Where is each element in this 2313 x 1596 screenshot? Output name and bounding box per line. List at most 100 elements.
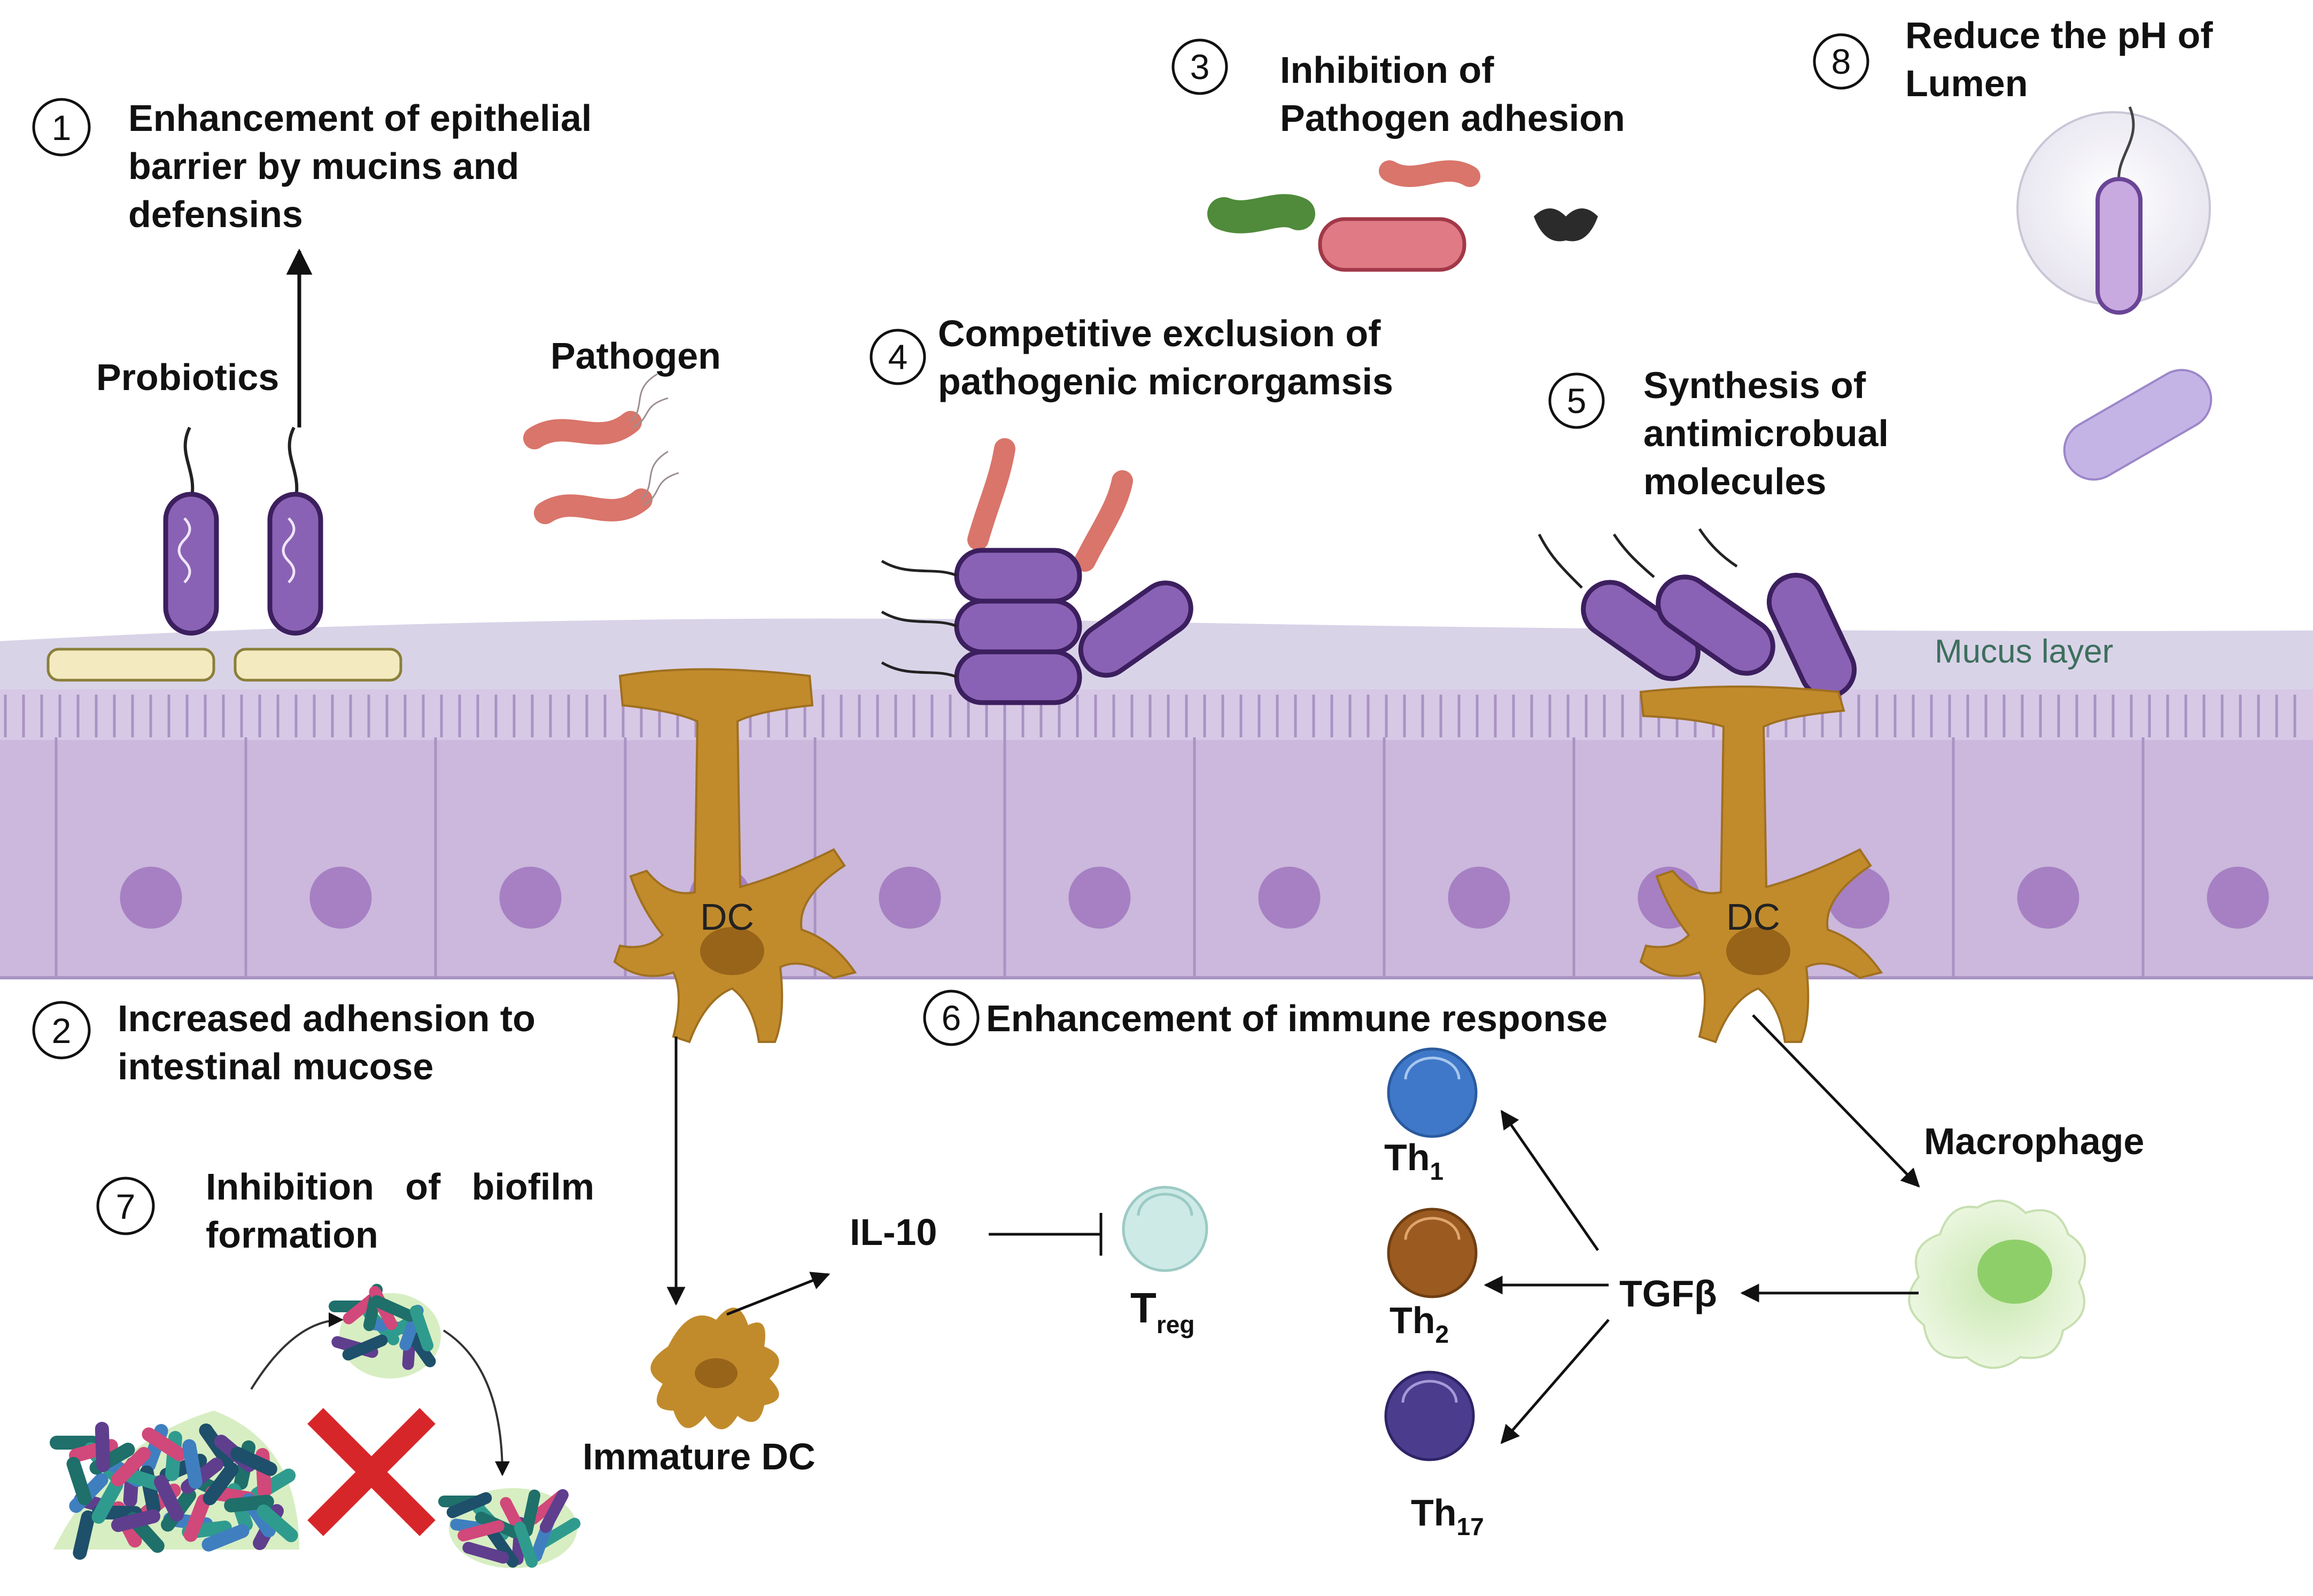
biofilm-bacterium [224,1494,274,1513]
step-4-line-1: Competitive exclusion of [938,313,1381,354]
immature-dendritic-cell [650,1307,779,1429]
cell-nucleus [309,867,372,929]
biofilm-bacterium [409,1305,434,1352]
step-5-line-3: molecules [1643,461,1826,502]
step-2-number-circle [32,1001,91,1060]
step-7-number-circle [96,1177,155,1235]
step-3-line-1: Inhibition of [1280,49,1494,91]
mucus-layer-label: Mucus layer [1935,633,2113,670]
il10-label: IL-10 [850,1211,937,1253]
biofilm-bacterium [457,1520,504,1541]
biofilm-bacterium [142,1427,187,1461]
probiotic-bacterium [267,426,323,636]
biofilm-bacterium [95,1422,111,1472]
step-4-number: 4 [888,337,908,377]
th17-label: Th17 [1411,1492,1484,1540]
step-7: 7 Inhibition of biofilm formation [50,1166,594,1568]
step-8: 8 Reduce the pH of Lumen [1813,14,2213,481]
cell-nucleus [1068,867,1131,929]
biofilm-bacterium [514,1521,538,1568]
biofilm-bacterium [111,1509,160,1532]
biofilm-bacterium [201,1524,250,1552]
biofilm-bacterium [154,1475,184,1522]
step-2-number: 2 [52,1011,72,1050]
inhibition-bar-icon [989,1213,1103,1256]
step-8-line-1: Reduce the pH of [1905,14,2213,56]
step-6: 6 Enhancement of immune response [923,990,1608,1046]
step-1-line-3: defensins [128,193,303,235]
dc-nucleus [1726,927,1790,975]
step-2-line-2: intestinal mucose [118,1046,433,1087]
biofilm-bacterium [111,1446,151,1487]
treg-label: Treg [1130,1284,1194,1338]
step-2: 2 Increased adhension to intestinal muco… [32,998,535,1087]
pathogen-label: Pathogen [550,335,721,377]
cell-nucleus [2017,867,2079,929]
th2-label: Th2 [1390,1299,1449,1348]
biofilm-large [50,1411,299,1560]
step-5-line-2: antimicrobual [1643,412,1889,454]
commensal-bacterium [1207,194,1315,233]
probiotic-bacterium [2063,369,2213,481]
step-7-line-2: formation [206,1214,378,1256]
dendritic-cell-right: DC [1639,686,1883,1044]
step-1-number: 1 [52,108,72,147]
step-1: 1 Enhancement of epithelial barrier by m… [32,97,592,427]
probiotic-bacterium [163,426,219,636]
macrophage-cell [1908,1200,2086,1369]
biofilm-bacterium [230,1446,277,1476]
immature-dc-pathway: Immature DC IL-10 Treg [583,1037,1208,1477]
biofilm-bacterium [462,1541,509,1564]
microvilli-band [0,689,2313,740]
biofilm-small-bottom [438,1488,581,1568]
step-4: 4 Competitive exclusion of pathogenic mi… [870,313,1393,705]
dc-right-label: DC [1726,896,1780,938]
inhibition-cross-icon [307,1408,436,1536]
biofilm-bacterium [182,1439,203,1489]
biofilm-bacterium [370,1295,416,1322]
tgfb-label: TGFβ [1619,1273,1717,1314]
step-8-number: 8 [1831,42,1851,81]
cell-nucleus [499,867,562,929]
biofilm-bacterium [257,1504,298,1543]
step-5: 5 Synthesis of antimicrobual molecules [1538,364,1889,699]
immune-response: Macrophage TGFβ Th1 Th2 Th17 [1384,1014,2144,1540]
step-2-line-1: Increased adhension to [118,998,535,1039]
step-3: 3 Inhibition of Pathogen adhesion [1171,38,1625,272]
step-5-number: 5 [1567,381,1587,421]
probiotic-bacterium [954,649,1082,705]
step-6-line-1: Enhancement of immune response [986,998,1608,1039]
step-5-line-1: Synthesis of [1643,364,1866,406]
mucin-plaque [46,648,215,682]
th2-cell [1387,1208,1478,1298]
th1-label: Th1 [1384,1136,1443,1185]
antimicrobial-molecule [1534,208,1598,242]
treg-cell [1122,1186,1208,1272]
th1-cell [1387,1047,1478,1138]
step-3-line-2: Pathogen adhesion [1280,97,1625,139]
biofilm-bacterium [342,1334,388,1361]
biofilm-bacterium [183,1494,211,1542]
step-3-number: 3 [1190,47,1210,87]
step-1-number-circle [32,98,91,157]
probiotic-bacterium [1078,580,1193,678]
step-4-number-circle [870,329,926,385]
pathogen-bacterium [523,373,669,449]
biofilm-bacterium [73,1510,95,1560]
cell-nucleus [120,867,182,929]
biofilm-bacterium [540,1489,569,1533]
step-4-line-2: pathogenic microrgamsis [938,361,1393,402]
biofilm-bacterium [91,1478,123,1524]
cell-nucleus [1258,867,1321,929]
biofilm-bacterium [486,1526,519,1568]
step-7-line-1: Inhibition of biofilm [206,1166,594,1208]
cell-nucleus [1448,867,1510,929]
pathogen-bacterium [1074,470,1133,572]
biofilm-bacterium [521,1489,541,1537]
mucin-plaque [234,648,402,682]
probiotic-bacterium [2095,177,2143,315]
biofilm-small-top [329,1283,441,1379]
biofilm-bacterium [66,1457,92,1506]
step-7-number: 7 [116,1187,136,1226]
